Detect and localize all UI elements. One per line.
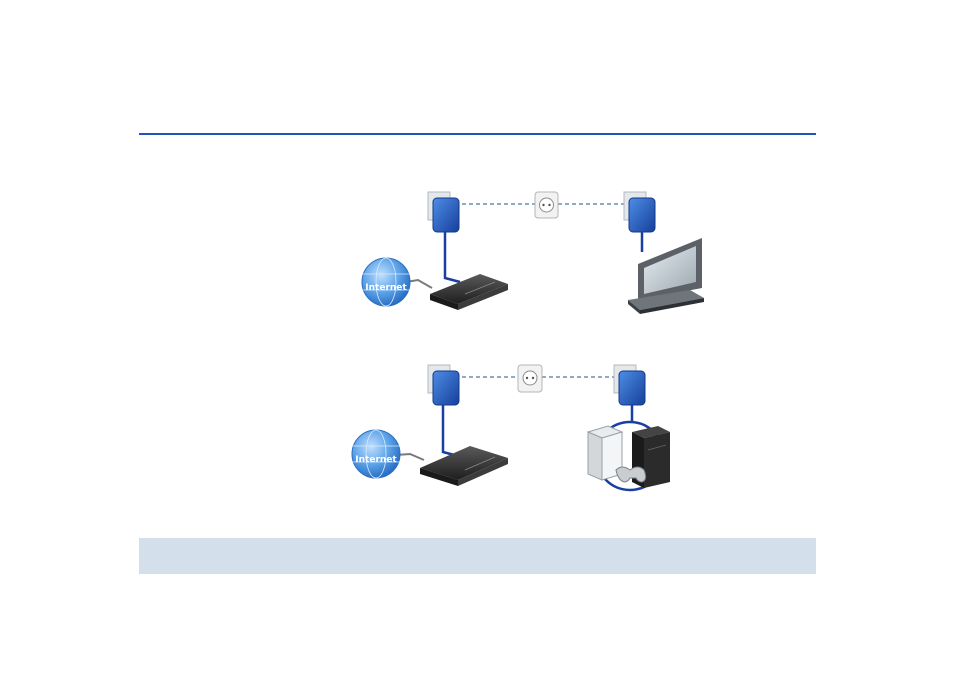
internet-label: Internet — [365, 283, 407, 293]
internet-label: Internet — [355, 455, 397, 465]
scenario-console: Internet — [351, 364, 670, 492]
tv-icon — [628, 238, 704, 314]
network-cable — [395, 452, 425, 461]
header-rule — [139, 133, 816, 135]
powerline-adapter-icon — [427, 364, 460, 406]
scenario-tv: Internet — [361, 191, 704, 314]
network-cable — [443, 232, 461, 284]
globe-icon: Internet — [361, 257, 411, 307]
powerline-adapter-icon — [613, 364, 646, 406]
powerline-adapter-icon — [623, 191, 656, 233]
globe-icon: Internet — [351, 429, 401, 479]
router-icon — [430, 274, 508, 310]
footer-band — [139, 538, 816, 574]
network-cable — [441, 405, 459, 458]
gamepad-icon — [615, 466, 647, 483]
router-icon — [420, 446, 508, 486]
console-icon — [586, 420, 670, 492]
wall-socket-icon — [517, 364, 543, 393]
network-diagram: Internet — [351, 191, 704, 492]
powerline-adapter-icon — [427, 191, 460, 233]
wall-socket-icon — [534, 191, 559, 219]
